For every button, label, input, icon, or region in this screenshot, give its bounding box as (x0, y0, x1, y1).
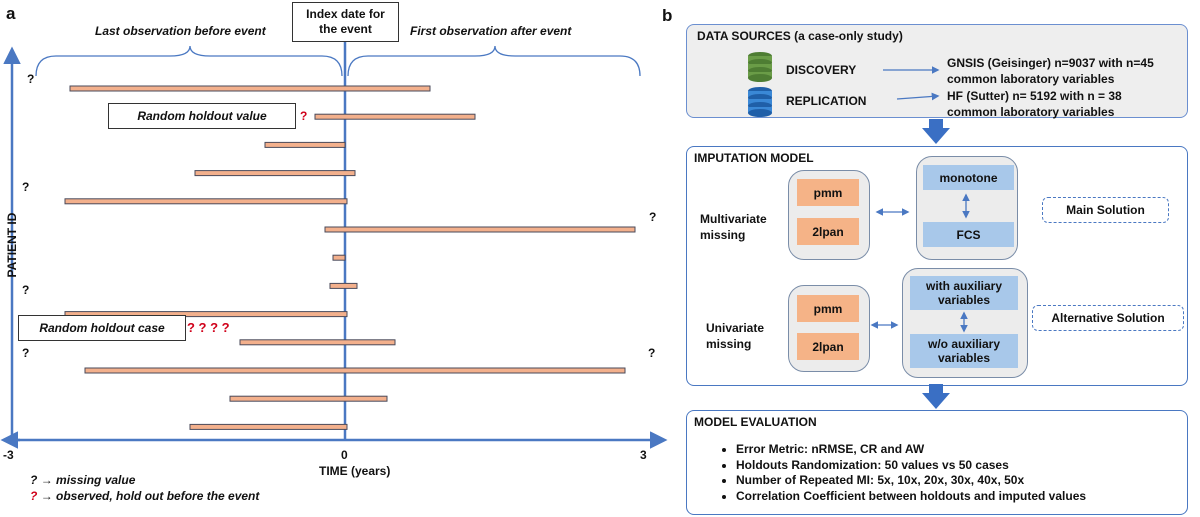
legend-missing-text: → missing value (40, 473, 136, 487)
x-axis-label: TIME (years) (319, 464, 391, 478)
discovery-label: DISCOVERY (786, 63, 857, 77)
random-holdout-value-box: Random holdout value (108, 103, 296, 129)
multivariate-label: Multivariate missing (700, 211, 767, 243)
timeline-chart (0, 42, 668, 449)
hf-line-1: HF (Sutter) n= 5192 with n = 38 (947, 89, 1122, 103)
observation-bar (314, 113, 476, 120)
observation-bar (324, 226, 636, 233)
y-axis-label-text: PATIENT ID (5, 212, 19, 278)
monotone-box: monotone (923, 165, 1014, 190)
main-solution-box: Main Solution (1042, 197, 1169, 223)
univariate-line-2: missing (706, 337, 752, 351)
multivariate-line-2: missing (700, 228, 746, 242)
legend-missing: ? → missing value (30, 473, 135, 487)
observation-bar (329, 282, 358, 289)
panel-b-connectors (870, 66, 970, 409)
legend-missing-mark: ? (30, 473, 38, 487)
missing-mark: ? (22, 346, 30, 360)
univariate-label: Univariate missing (706, 320, 764, 352)
missing-mark: ? (27, 72, 35, 86)
without-auxiliary-line-2: variables (937, 351, 991, 365)
hf-text: HF (Sutter) n= 5192 with n = 38 common l… (947, 88, 1122, 120)
evaluation-title: MODEL EVALUATION (694, 415, 817, 429)
fcs-box: FCS (923, 222, 1014, 247)
brace-left (35, 45, 343, 77)
evaluation-list: Error Metric: nRMSE, CR and AW Holdouts … (718, 442, 1086, 504)
gnsis-line-2: common laboratory variables (947, 72, 1115, 86)
observation-bar (64, 311, 348, 318)
panel-a-label: a (6, 4, 16, 23)
missing-mark: ? (648, 346, 656, 360)
pmm-box-1: pmm (797, 179, 859, 206)
brace-left-label: Last observation before event (95, 24, 266, 38)
evaluation-item: Number of Repeated MI: 5x, 10x, 20x, 30x… (736, 473, 1086, 489)
pmm-box-2: pmm (797, 295, 859, 322)
holdout-value-mark: ? (300, 109, 308, 123)
y-axis-label: PATIENT ID (5, 205, 19, 285)
random-holdout-value-text: Random holdout value (137, 109, 267, 123)
observation-bar (332, 254, 346, 261)
x-tick-0: 0 (341, 448, 348, 462)
evaluation-item: Holdouts Randomization: 50 values vs 50 … (736, 458, 1086, 474)
2lpan-box-1: 2lpan (797, 218, 859, 245)
without-auxiliary-line-1: w/o auxiliary (927, 337, 1001, 351)
panel-b-label: b (662, 6, 673, 25)
alternative-solution-box: Alternative Solution (1032, 305, 1184, 331)
observation-bar (194, 170, 356, 177)
imputation-title: IMPUTATION MODEL (694, 151, 814, 165)
with-auxiliary-line-1: with auxiliary (925, 279, 1003, 293)
hf-line-2: common laboratory variables (947, 105, 1115, 119)
evaluation-box (686, 410, 1188, 515)
holdout-case-marks: ? ? ? ? (187, 320, 230, 335)
index-date-box: Index date for the event (292, 2, 399, 42)
missing-mark: ? (22, 283, 30, 297)
block-arrow-1 (922, 119, 950, 144)
arrow-replication (896, 92, 940, 101)
database-icon-blue (748, 87, 772, 117)
observation-bar (264, 141, 346, 148)
observation-bar (229, 395, 388, 402)
random-holdout-case-box: Random holdout case (18, 315, 186, 341)
brace-right-label: First observation after event (410, 24, 572, 38)
observation-bar (189, 423, 348, 430)
gnsis-line-1: GNSIS (Geisinger) n=9037 with n=45 (947, 56, 1154, 70)
index-date-text: Index date for the event (306, 7, 385, 36)
replication-label: REPLICATION (786, 94, 867, 108)
x-tick-neg3: -3 (3, 448, 14, 462)
evaluation-item: Correlation Coefficient between holdouts… (736, 489, 1086, 505)
with-auxiliary-box: with auxiliary variables (910, 276, 1018, 310)
multivariate-line-1: Multivariate (700, 212, 767, 226)
observation-bar (69, 85, 431, 92)
univariate-line-1: Univariate (706, 321, 765, 335)
without-auxiliary-box: w/o auxiliary variables (910, 334, 1018, 368)
x-tick-3: 3 (640, 448, 647, 462)
missing-mark: ? (649, 210, 657, 224)
legend-holdout: ? → observed, hold out before the event (30, 489, 259, 503)
data-sources-title: DATA SOURCES (a case-only study) (697, 29, 903, 43)
legend-holdout-mark: ? (30, 489, 38, 503)
gnsis-text: GNSIS (Geisinger) n=9037 with n=45 commo… (947, 55, 1154, 87)
random-holdout-case-text: Random holdout case (39, 321, 165, 335)
evaluation-item: Error Metric: nRMSE, CR and AW (736, 442, 1086, 458)
with-auxiliary-line-2: variables (937, 293, 991, 307)
bars-group (64, 85, 636, 430)
legend-holdout-text: → observed, hold out before the event (40, 489, 260, 503)
missing-mark: ? (22, 180, 30, 194)
observation-bar (84, 367, 626, 374)
database-icon-green (748, 52, 772, 82)
observation-bar (64, 198, 348, 205)
observation-bar (239, 339, 396, 346)
brace-right (347, 45, 641, 77)
2lpan-box-2: 2lpan (797, 333, 859, 360)
block-arrow-2 (922, 384, 950, 409)
